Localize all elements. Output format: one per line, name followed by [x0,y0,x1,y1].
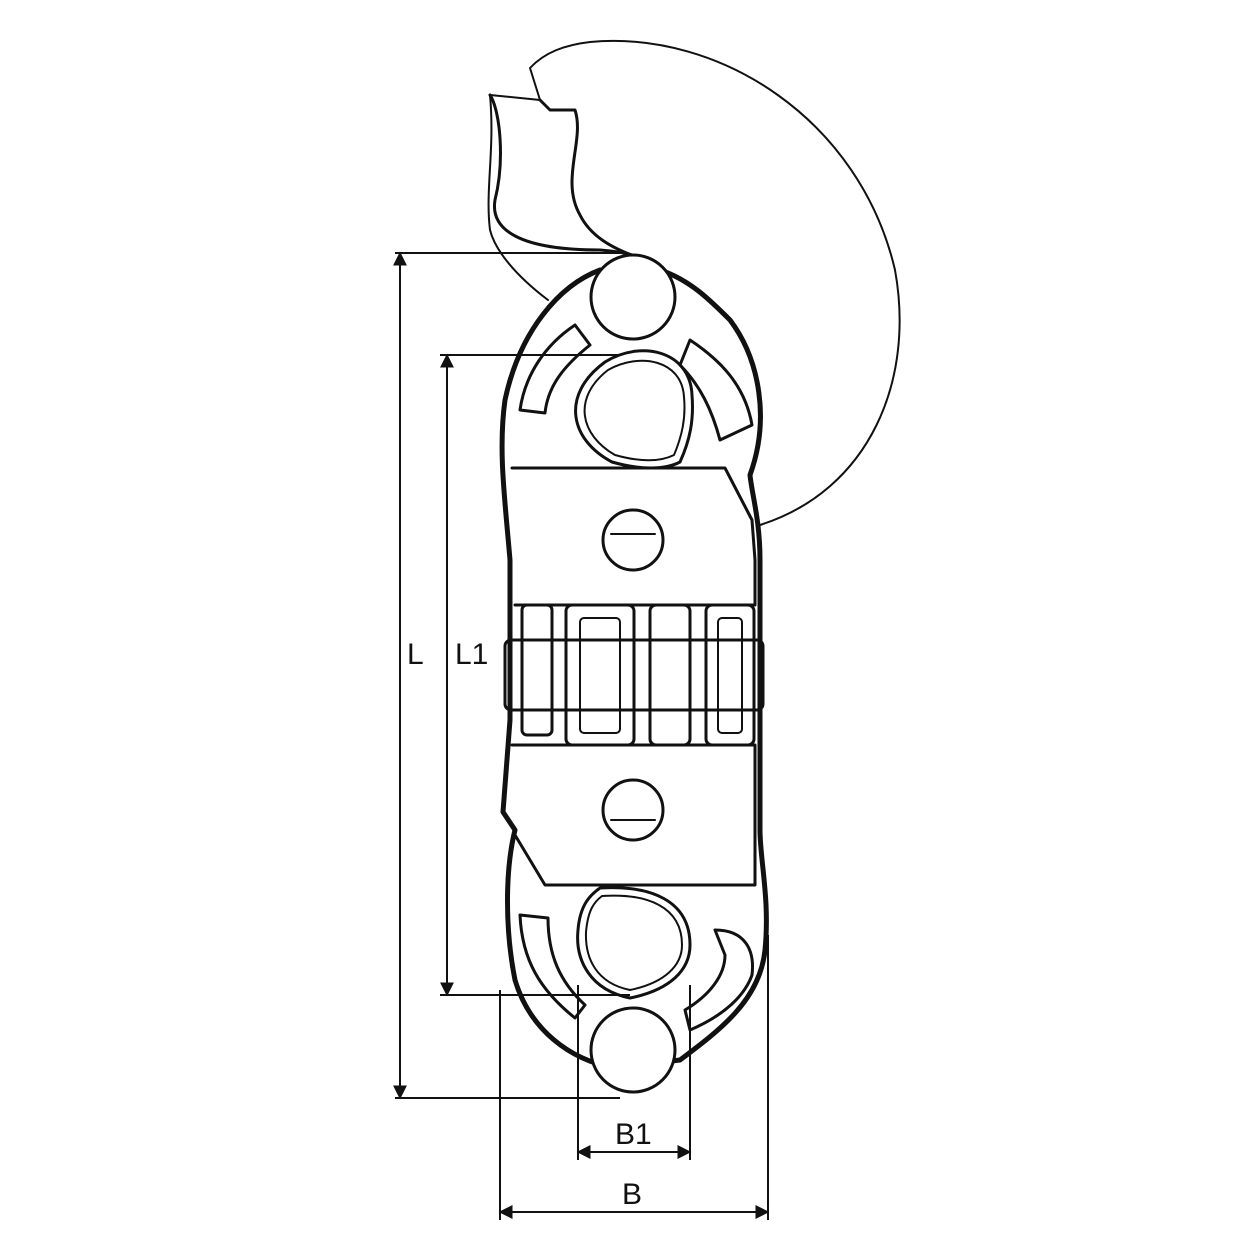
label-l: L [407,638,424,671]
bottom-pin [589,1006,677,1094]
dimension-l1 [440,353,630,997]
bottom-right-slot [683,928,755,1032]
label-b1: B1 [615,1118,652,1151]
dimension-b [498,935,770,1220]
label-l1: L1 [455,638,488,671]
open-gate [487,39,901,526]
bottom-eye [576,886,692,1000]
upper-plate [510,466,757,607]
dimension-b1 [576,985,692,1160]
dimension-l [393,251,620,1100]
top-right-slot [678,338,754,442]
label-b: B [622,1178,642,1211]
swivel-block [503,603,765,747]
top-eye [574,349,694,470]
top-pin [589,253,677,341]
top-left-slot [518,323,592,415]
main-body [499,267,769,1071]
bottom-left-slot [518,913,587,1020]
lower-plate [510,743,757,887]
